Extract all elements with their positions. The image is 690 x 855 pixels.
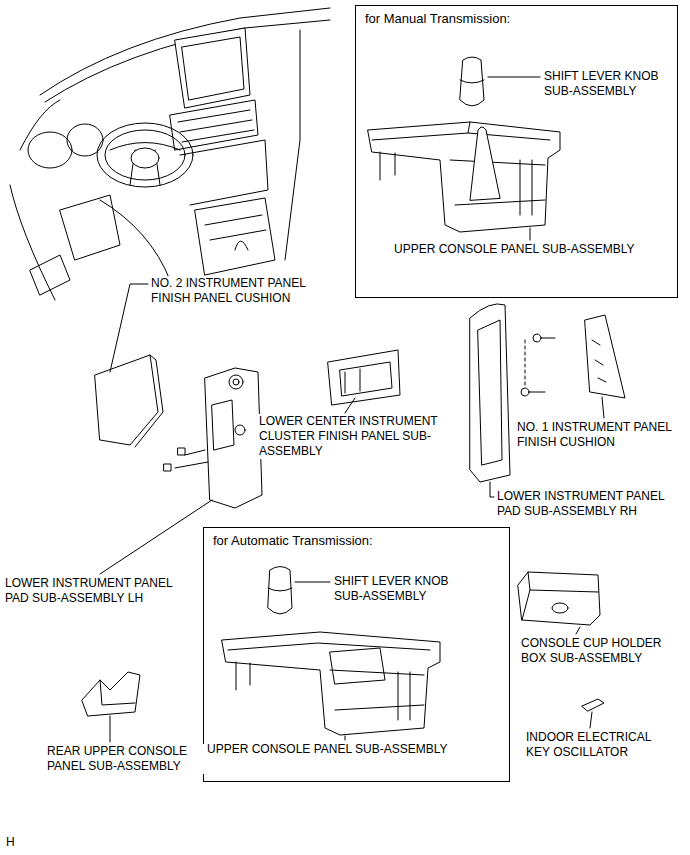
part-name: SHIFT LEVER KNOB SUB-ASSEMBLY [333,574,469,604]
dashboard-sketch-part [178,110,254,142]
auto-upper-console [222,632,440,735]
dashboard-sketch-part [182,37,244,100]
leader-lines-part [110,284,148,372]
dashboard-sketch-part [100,200,170,280]
lower-panel-pad-rh-part [478,320,502,465]
frame-heading: for Manual Transmission: [365,11,510,27]
manual-upper-console-part [372,133,550,140]
part-name: NO. 2 INSTRUMENT PANEL FINISH PANEL CUSH… [150,276,334,306]
lower-center-finish-panel-part [340,362,392,396]
dashboard-sketch-part [170,100,258,150]
dashboard-sketch-part [10,185,55,300]
lower-panel-pad-rh-part [521,388,529,396]
manual-upper-console-part [380,152,532,215]
leader-lines-part [345,398,355,413]
lower-panel-pad-lh-part [205,368,262,508]
lower-center-finish-panel-part [328,350,400,405]
part-name: SHIFT LEVER KNOB SUB-ASSEMBLY [543,69,677,99]
auto-upper-console-part [222,632,440,735]
lower-panel-pad-lh-part [178,448,185,455]
no1-finish-cushion-part [585,315,625,398]
lower-panel-pad-rh-part [528,338,555,392]
figure-code: H [5,835,16,850]
dashboard-sketch-part [235,241,248,250]
no2-finish-panel-cushion-part [95,355,158,445]
dashboard-sketch-part [131,148,159,168]
dashboard-sketch-part [20,100,60,150]
part-name: INDOOR ELECTRICAL KEY OSCILLATOR [525,730,672,760]
key-oscillator [582,699,604,711]
auto-shift-knob-part [268,567,292,615]
dashboard-sketch-part [97,123,193,187]
leader-lines-part [530,228,531,240]
dashboard-sketch-part [285,30,300,260]
lower-panel-pad-rh [470,304,555,482]
lower-panel-pad-rh-part [533,334,541,342]
auto-shift-knob-part [268,588,292,591]
part-name: UPPER CONSOLE PANEL SUB-ASSEMBLY [206,742,449,757]
manual-upper-console [368,122,560,232]
rear-upper-console-panel-part [82,672,140,716]
lower-panel-pad-lh-part [164,464,171,471]
dashboard-sketch-part [180,140,268,205]
leader-lines-part [590,712,592,728]
manual-shift-knob [460,57,484,106]
manual-shift-knob-part [460,80,484,83]
lower-center-finish-panel-part [345,369,360,393]
lower-panel-pad-rh-part [470,304,510,482]
dashboard-sketch-part [110,143,180,186]
no2-finish-panel-cushion [95,355,163,447]
part-name: LOWER INSTRUMENT PANEL PAD SUB-ASSEMBLY … [4,576,194,606]
lower-panel-pad-rh-part [525,340,526,385]
part-name: LOWER INSTRUMENT PANEL PAD SUB-ASSEMBLY … [496,489,686,519]
leader-lines-part [345,736,346,740]
dashboard-sketch-part [28,132,72,168]
manual-shift-knob-part [460,57,484,106]
lower-panel-pad-lh-part [235,425,245,435]
part-name: NO. 1 INSTRUMENT PANEL FINISH CUSHION [516,420,686,450]
console-cup-holder-box-part [552,603,568,613]
auto-shift-knob [268,567,292,615]
dashboard-sketch-part [175,28,250,108]
lower-center-finish-panel [328,350,400,405]
auto-upper-console-part [228,643,430,650]
no1-finish-cushion [585,315,625,398]
lower-panel-pad-lh-part [229,375,243,389]
dashboard-sketch-part [60,195,120,260]
leader-lines-part [576,627,580,634]
dashboard-sketch-part [105,130,185,180]
part-name: CONSOLE CUP HOLDER BOX SUB-ASSEMBLY [520,636,680,666]
no1-finish-cushion-part [592,340,606,382]
part-name: UPPER CONSOLE PANEL SUB-ASSEMBLY [393,242,636,257]
part-name: LOWER CENTER INSTRUMENT CLUSTER FINISH P… [258,414,452,459]
lower-panel-pad-lh [164,368,262,508]
leader-lines-part [110,716,111,742]
manual-upper-console-part [368,122,560,232]
dashboard-sketch-part [195,198,275,275]
console-cup-holder-box [518,572,600,625]
console-cup-holder-box-part [522,572,598,620]
no2-finish-panel-cushion-part [135,355,163,447]
lower-panel-pad-lh-part [212,400,234,450]
rear-upper-console-panel [82,672,140,716]
manual-upper-console-part [468,122,470,133]
console-cup-holder-box-part [518,572,600,625]
leader-lines-part [490,482,494,497]
leader-lines-part [602,397,604,418]
leader-lines-part [488,77,540,78]
auto-upper-console-part [330,648,385,684]
leader-lines-part [295,582,330,583]
auto-upper-console-part [236,662,410,720]
lower-panel-pad-lh-part [175,450,208,468]
leader-lines-part [100,500,212,574]
lower-panel-pad-lh-part [233,379,239,385]
dashboard-sketch [10,8,330,300]
dashboard-sketch-part [205,215,266,240]
part-name: REAR UPPER CONSOLE PANEL SUB-ASSEMBLY [46,744,206,774]
key-oscillator-part [582,699,604,711]
manual-upper-console-part [470,127,500,200]
rear-upper-console-panel-part [100,680,135,705]
frame-heading: for Automatic Transmission: [213,533,373,549]
